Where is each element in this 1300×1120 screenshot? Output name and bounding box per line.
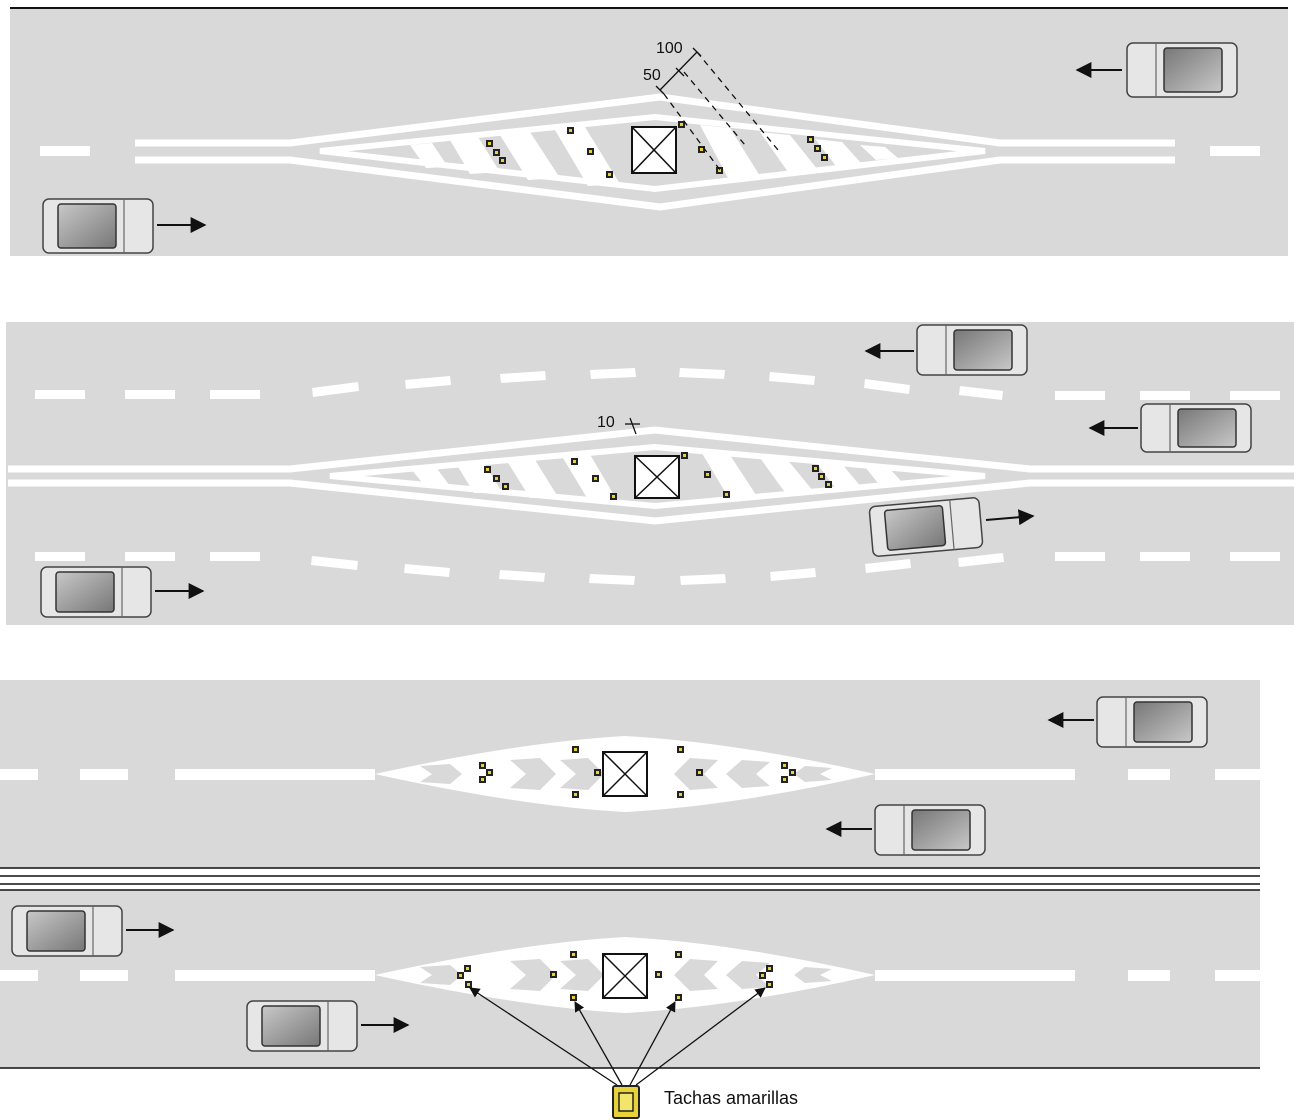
- yellow-road-stud-icon: [612, 1085, 640, 1119]
- dimension-label-100: 100: [656, 40, 683, 57]
- center-dash: [40, 146, 90, 156]
- car-eastbound-merging: [868, 497, 984, 557]
- car-westbound: [1140, 403, 1252, 453]
- beacon-box-icon: [631, 126, 677, 174]
- legend-label: Tachas amarillas: [664, 1088, 798, 1108]
- dimension-lines: [625, 417, 640, 435]
- car-eastbound: [40, 566, 152, 618]
- dimension-label-50: 50: [643, 67, 661, 84]
- arrow-icon: [985, 509, 1035, 526]
- lane-dashes-upper: [35, 368, 1280, 400]
- lane-dashes-upper-carriageway: [0, 769, 1260, 780]
- beacon-box-icon: [634, 455, 680, 499]
- car-westbound: [1126, 42, 1238, 98]
- car-westbound: [916, 324, 1028, 376]
- panel-2-four-lane-road: 10: [6, 322, 1294, 625]
- beacon-box-icon: [602, 953, 648, 999]
- car-eastbound: [42, 198, 154, 254]
- road-studs: [457, 951, 773, 1001]
- car-westbound: [1096, 696, 1208, 748]
- road-studs: [486, 121, 828, 178]
- island-hatching: [410, 125, 898, 186]
- road-studs: [479, 746, 796, 798]
- panel-1-two-lane-road: 100 50: [10, 7, 1288, 256]
- road-studs: [484, 452, 832, 500]
- center-dash: [1210, 146, 1260, 156]
- panel-3-divided-highway: Tachas amarillas: [0, 680, 1260, 1119]
- dimension-label-10: 10: [597, 414, 615, 431]
- stud-pointer-arrows: [469, 987, 766, 1086]
- car-eastbound: [11, 905, 123, 957]
- car-eastbound: [246, 1000, 358, 1052]
- car-westbound: [874, 804, 986, 856]
- lane-dashes-lower-carriageway: [0, 970, 1260, 981]
- median-lines: [0, 867, 1260, 1069]
- dimension-lines: [655, 47, 779, 171]
- lane-dashes-lower: [35, 552, 1280, 585]
- beacon-box-icon: [602, 751, 648, 797]
